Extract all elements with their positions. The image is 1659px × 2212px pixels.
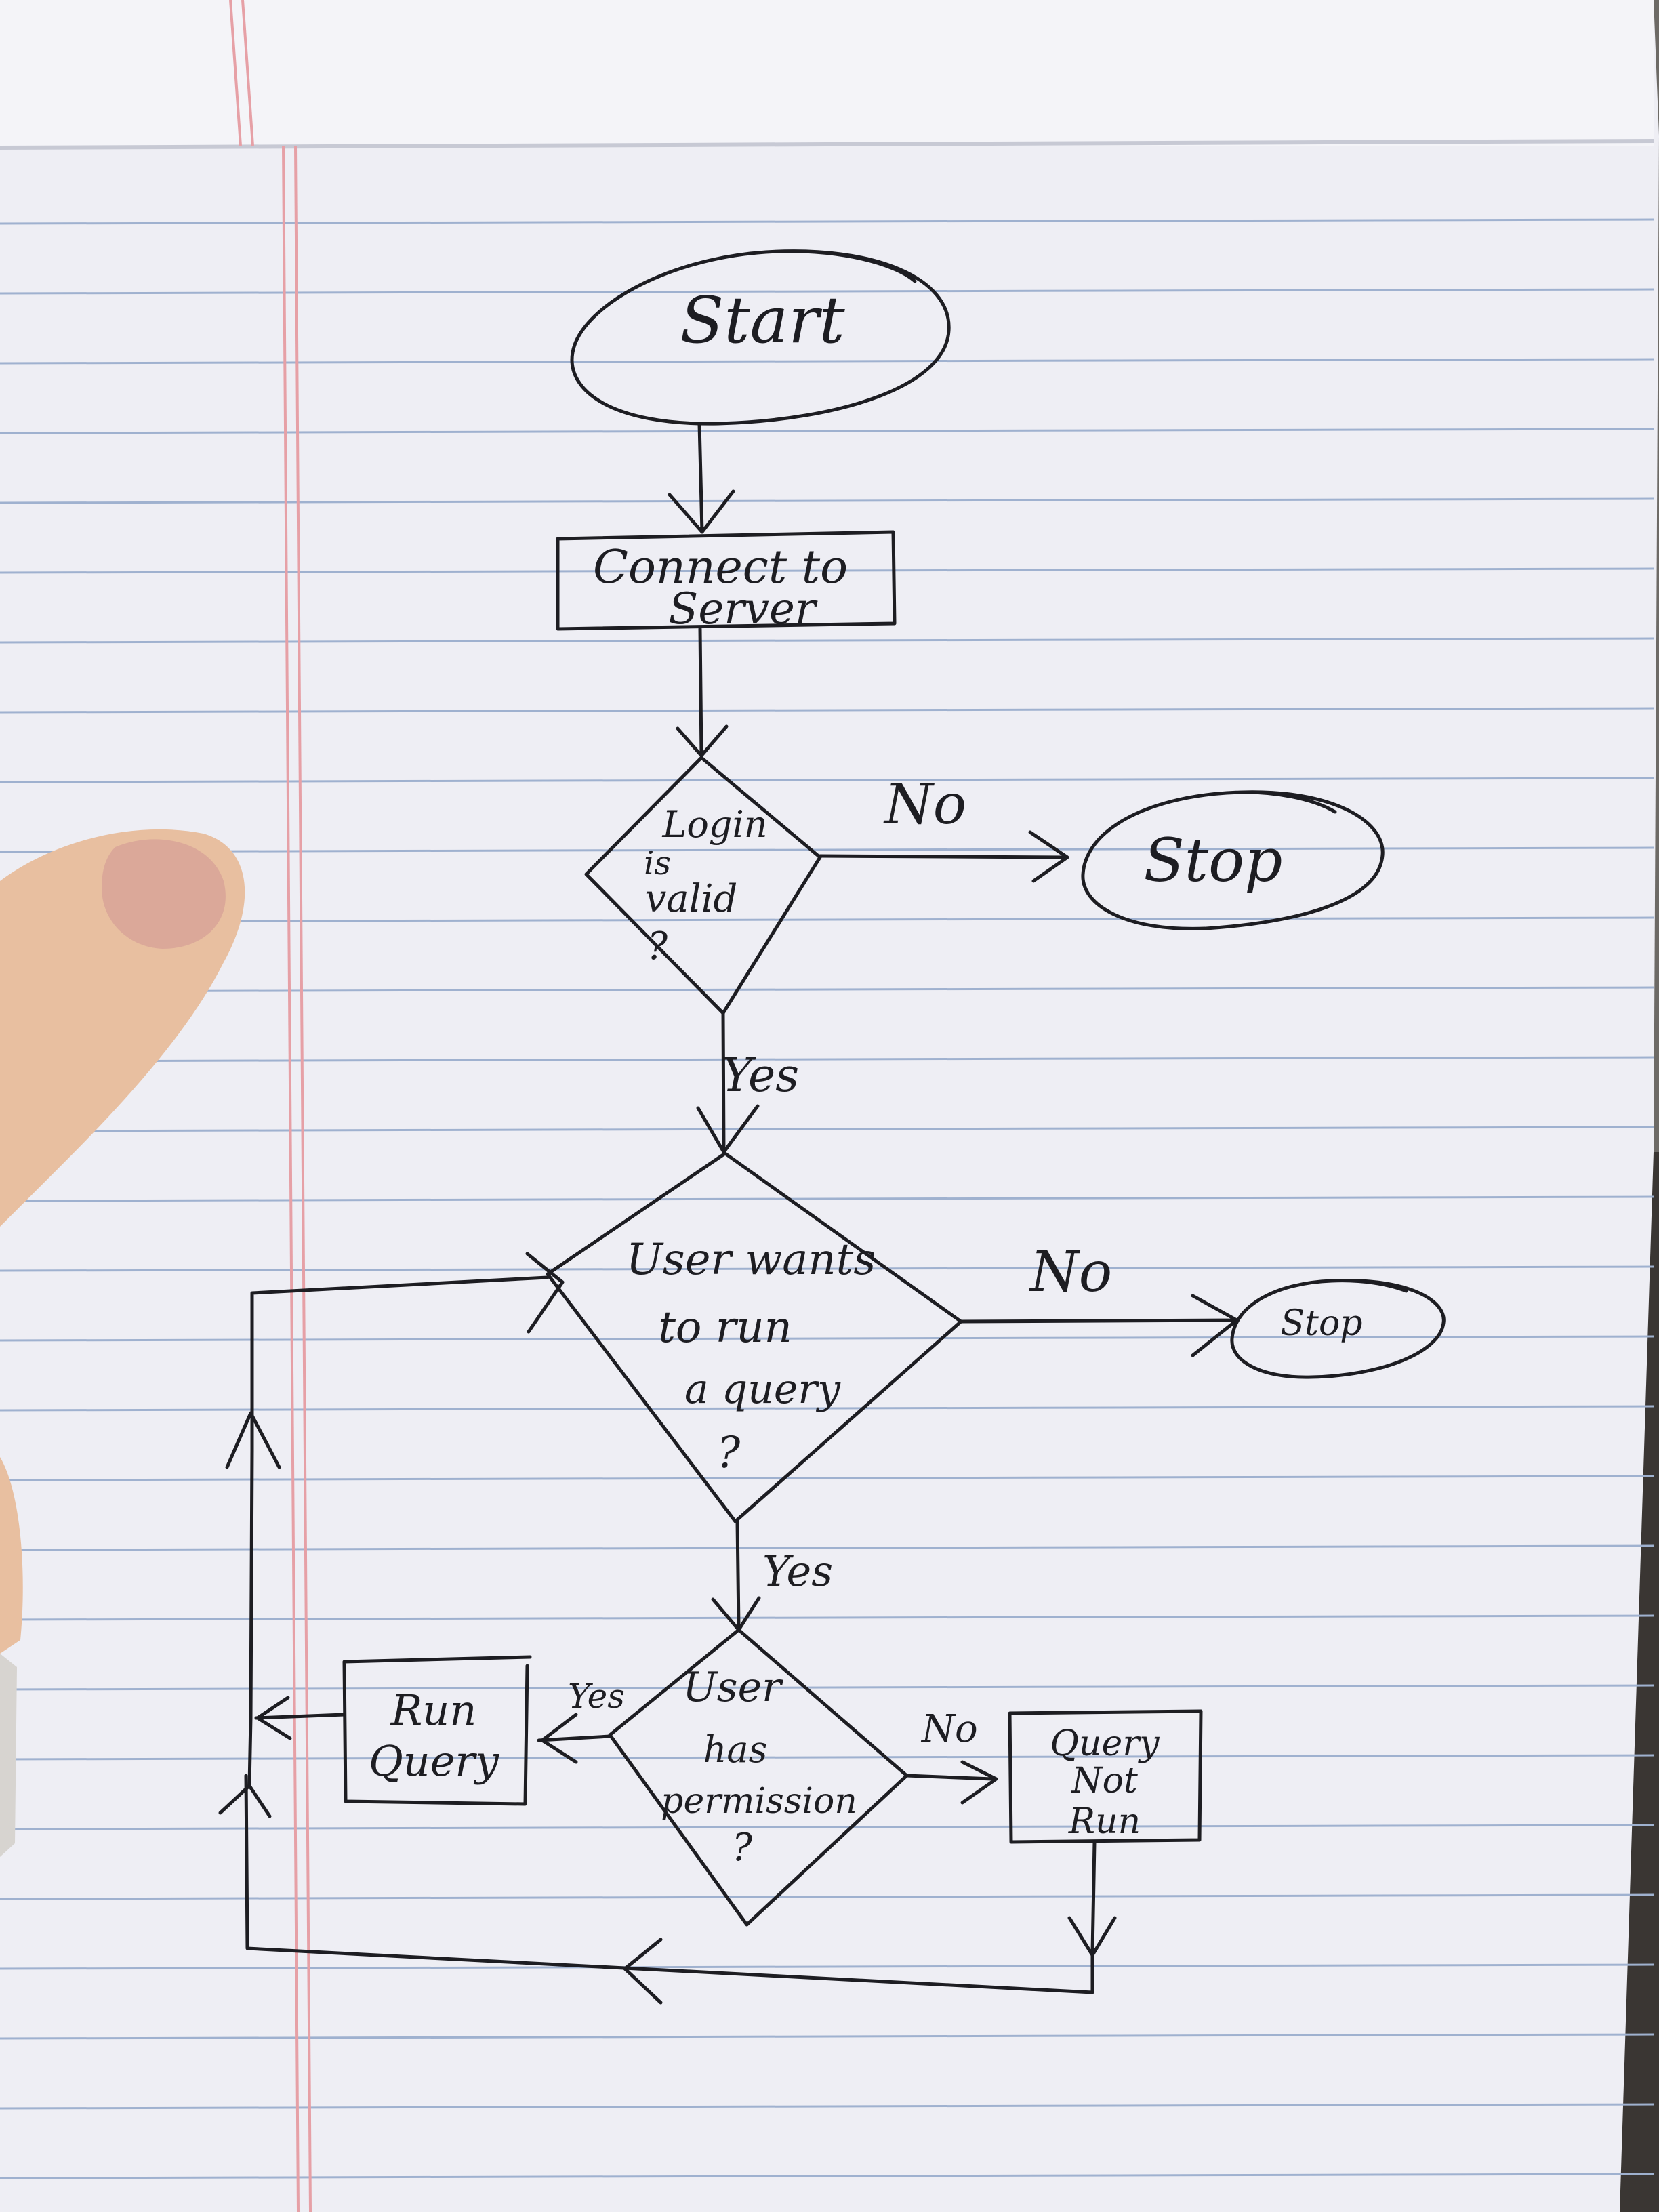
query-label-line4: ?: [717, 1428, 741, 1478]
ruled-line: [0, 2033, 1654, 2040]
thumb-nail: [102, 839, 226, 949]
loop-arrowhead-left: [623, 1938, 663, 2005]
ruled-line: [0, 846, 1654, 853]
ruled-line: [0, 1754, 1654, 1761]
arrow-run-query-left: [254, 1696, 346, 1740]
arrow-permission-yes: [537, 1713, 612, 1764]
stop-node-1: Stop: [1081, 790, 1385, 930]
edge-label-login-yes: Yes: [722, 1049, 799, 1103]
folded-top-edge: [0, 0, 1654, 146]
ruled-line: [0, 497, 1654, 504]
ruled-line: [0, 567, 1654, 574]
ruled-line: [0, 218, 1654, 225]
ruled-line: [0, 2103, 1654, 2110]
ruled-line: [0, 1614, 1654, 1621]
connect-server-box: [556, 530, 897, 631]
sleeve: [0, 1654, 17, 1857]
ruled-line: [0, 707, 1654, 714]
arrow-login-yes: [696, 1011, 760, 1154]
loop-line-left: [218, 1275, 550, 1818]
query-not-run-box: [1008, 1709, 1203, 1844]
arrow-connect-to-login: [676, 627, 729, 758]
connect-label-line2: Server: [669, 584, 818, 634]
ruled-line: [0, 1405, 1654, 1412]
query-label-line2: to run: [658, 1303, 792, 1353]
query-not-run-label-line3: Run: [1068, 1801, 1141, 1842]
login-label-line3: valid: [645, 877, 738, 921]
stop2-label: Stop: [1280, 1303, 1362, 1344]
ruled-line: [0, 1544, 1654, 1551]
thumb: [0, 829, 245, 1857]
query-not-run-label-line2: Not: [1070, 1761, 1138, 1801]
run-query-label-line2: Query: [369, 1736, 499, 1786]
login-label-line4: ?: [647, 924, 668, 968]
login-label-line2: is: [644, 844, 671, 882]
stop1-ellipse: [1081, 790, 1385, 930]
ruled-line: [0, 986, 1654, 993]
stop2-ellipse: [1230, 1279, 1446, 1379]
ruled-line: [0, 1963, 1654, 1970]
ruled-line: [0, 1335, 1654, 1342]
margin-line: [282, 145, 300, 2212]
query-label-line3: a query: [684, 1366, 841, 1413]
permission-diamond: [608, 1628, 909, 1927]
run-query-node: Run Query: [342, 1655, 532, 1806]
arrow-login-no: [818, 830, 1069, 883]
arrow-start-to-connect: [668, 422, 735, 534]
margin-line-top: [229, 0, 242, 146]
edge-label-query-yes: Yes: [762, 1547, 833, 1596]
start-node: Start: [570, 249, 951, 426]
ruled-line: [0, 916, 1654, 923]
permission-label-line2: has: [703, 1728, 768, 1771]
ruled-line: [0, 1824, 1654, 1830]
start-label: Start: [680, 283, 845, 358]
ruled-line: [0, 1475, 1654, 1481]
loop-line-bottom: [244, 1774, 1094, 1994]
ruled-line: [0, 1056, 1654, 1063]
query-not-run-label-line1: Query: [1050, 1723, 1160, 1764]
query-decision: User wants to run a query ?: [546, 1151, 963, 1523]
connect-server-node: Connect to Server: [556, 530, 897, 634]
stop-node-2: Stop: [1230, 1279, 1446, 1379]
ruled-line: [0, 637, 1654, 644]
query-label-line1: User wants: [626, 1235, 876, 1285]
ruled-line: [0, 288, 1654, 295]
margin-line: [294, 145, 312, 2212]
edge-label-permission-no: No: [920, 1707, 978, 1751]
permission-label-line4: ?: [732, 1826, 753, 1870]
finger-edge: [0, 1457, 23, 1654]
permission-decision: User has permission ?: [608, 1628, 909, 1927]
run-query-label-line1: Run: [390, 1685, 477, 1735]
edge-label-query-no: No: [1029, 1240, 1112, 1305]
stop1-label: Stop: [1144, 825, 1283, 895]
ruled-line: [0, 2173, 1654, 2179]
ruled-line: [0, 777, 1654, 783]
query-not-run-node: Query Not Run: [1008, 1709, 1203, 1844]
ruled-line: [0, 428, 1654, 434]
ruled-line: [0, 1126, 1654, 1132]
ruled-line: [0, 1893, 1654, 1900]
query-diamond: [546, 1151, 963, 1523]
edge-label-permission-yes: Yes: [568, 1677, 625, 1716]
fold-line: [0, 139, 1654, 150]
ruled-line: [0, 1684, 1654, 1691]
login-label-line1: Login: [662, 803, 768, 846]
connect-label-line1: Connect to: [593, 541, 848, 594]
flowchart: Start Connect to Server Login is valid ?…: [218, 249, 1446, 2005]
loop-arrowhead-query: [525, 1252, 565, 1334]
margin-line-top: [241, 0, 254, 146]
arrow-permission-no: [905, 1760, 998, 1805]
start-ellipse: [570, 249, 951, 426]
permission-label-line3: permission: [661, 1781, 857, 1822]
ruled-line: [0, 1265, 1654, 1272]
run-query-box: [342, 1655, 532, 1806]
edge-label-login-no: No: [883, 773, 966, 837]
ruled-line: [0, 358, 1654, 365]
ruled-line: [0, 1195, 1654, 1202]
permission-label-line1: User: [682, 1664, 783, 1711]
ruled-lines: [0, 218, 1654, 2179]
